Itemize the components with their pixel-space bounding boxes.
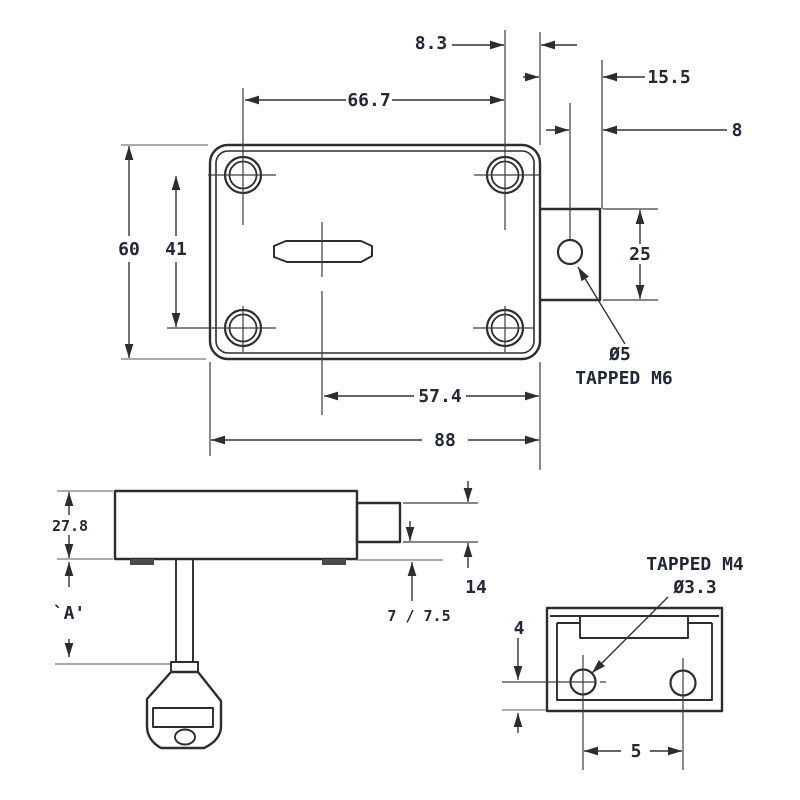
callout-bolt-hole: Ø5 TAPPED M6 <box>575 266 673 389</box>
dim-label-57-4: 57.4 <box>418 386 462 407</box>
extension-bolt-thickness <box>403 502 478 543</box>
lock-body-inner-outline <box>215 150 535 354</box>
dim-label-8-3: 8.3 <box>415 33 448 54</box>
dim-label-60: 60 <box>118 239 140 260</box>
dim-body-thickness: 27.8 <box>52 492 88 558</box>
dim-bolt-thickness: 14 <box>463 481 487 598</box>
side-view: 27.8 `A' 14 7 / 7.5 <box>52 481 487 750</box>
dim-bolt-hole-to-tip: 8 <box>546 120 742 141</box>
mounting-foot-left <box>130 559 154 565</box>
bolt-side-outline <box>355 501 402 544</box>
dim-label-8: 8 <box>732 120 743 141</box>
bolt-end-inner-profile <box>556 617 713 701</box>
dim-label-88: 88 <box>434 430 456 451</box>
centerline-hole-top-right <box>474 30 541 230</box>
centerline-hole-top-left <box>208 88 276 225</box>
body-side-outline <box>113 489 359 561</box>
dim-label-27-8: 27.8 <box>52 517 88 535</box>
centerline-hole-bottom-left <box>167 306 276 352</box>
dim-label-14: 14 <box>465 577 487 598</box>
side-view-extension-lines <box>55 490 170 665</box>
leader-line <box>591 596 669 674</box>
dim-bolt-extension: 15.5 <box>523 67 691 88</box>
top-view: 60 41 66.7 8.3 15.5 8 <box>118 30 742 470</box>
label-fixing-hole-diameter: Ø3.3 <box>672 577 716 598</box>
end-view: 4 5 TAPPED M4 Ø3.3 <box>502 554 744 770</box>
dim-key-length: `A' <box>53 562 86 657</box>
key-bow <box>145 670 223 750</box>
dim-overall-height: 60 <box>118 146 140 358</box>
dim-hole-spacing-vertical: 41 <box>165 176 187 327</box>
dim-hole-spacing: 5 <box>584 741 682 762</box>
dim-label-7-7-5: 7 / 7.5 <box>387 607 450 625</box>
key-shaft <box>175 559 194 662</box>
extension-bolt-width <box>603 208 658 301</box>
dim-label-66-7: 66.7 <box>347 90 390 111</box>
centerline-hole-bottom-right <box>473 306 533 352</box>
bolt-tapped-hole <box>556 238 584 266</box>
dim-label-a: `A' <box>53 603 86 624</box>
mounting-foot-right <box>322 559 346 565</box>
dim-label-15-5: 15.5 <box>647 67 690 88</box>
callout-fixing-hole: TAPPED M4 Ø3.3 <box>591 554 744 674</box>
label-fixing-hole-thread: TAPPED M4 <box>646 554 744 575</box>
dim-hole-to-body-edge: 8.3 <box>415 33 577 54</box>
dim-mounting-clearance: 7 / 7.5 <box>387 521 451 625</box>
dim-overall-width: 88 <box>211 430 539 451</box>
dim-bolt-width: 25 <box>629 210 651 299</box>
bolt-end-outline <box>545 606 724 713</box>
dim-label-5: 5 <box>631 741 642 762</box>
top-view-center-lines <box>121 30 658 470</box>
label-bolt-hole-diameter: Ø5 <box>608 344 631 365</box>
leader-line <box>577 266 626 345</box>
dim-label-4: 4 <box>514 618 525 639</box>
dim-label-41: 41 <box>165 239 187 260</box>
extension-body-height <box>121 144 208 360</box>
key-bow-slot <box>152 707 214 728</box>
key-bow-hole <box>174 728 196 746</box>
dim-hole-spacing-horizontal: 66.7 <box>245 90 504 111</box>
key-collar <box>170 661 199 673</box>
end-view-center-lines <box>502 655 684 770</box>
dim-keyhole-to-edge: 57.4 <box>324 386 539 407</box>
dim-hole-offset: 4 <box>514 618 525 733</box>
keyhole-slot <box>273 240 373 263</box>
lock-body-outline <box>208 143 542 361</box>
dim-label-25: 25 <box>629 244 651 265</box>
label-bolt-hole-thread: TAPPED M6 <box>575 368 673 389</box>
